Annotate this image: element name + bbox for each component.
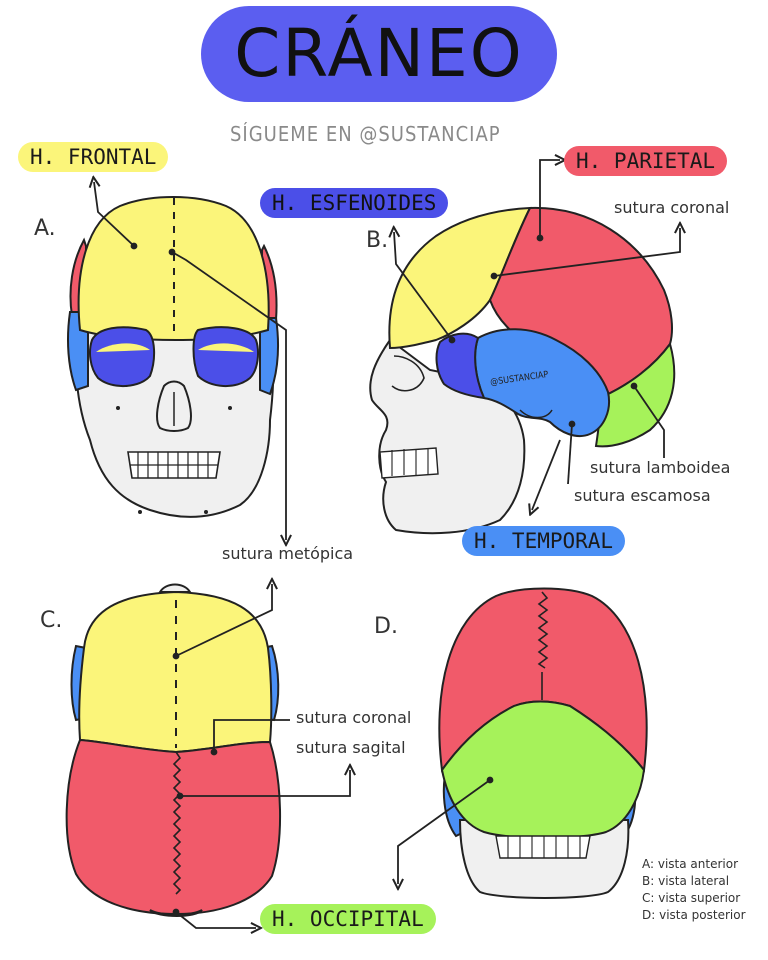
- label-parietal: H. PARIETAL: [564, 146, 728, 176]
- label-sutura-sagital: sutura sagital: [296, 738, 406, 757]
- skull-superior-parietal: [65, 738, 281, 916]
- label-sutura-metopica: sutura metópica: [222, 544, 354, 563]
- skull-anterior-temporal-right: [259, 317, 279, 396]
- skull-lateral-temporal: [474, 328, 610, 438]
- label-esfenoides: H. ESFENOIDES: [260, 188, 449, 218]
- label-sutura-escamosa: sutura escamosa: [574, 486, 711, 505]
- label-frontal: H. FRONTAL: [18, 142, 169, 172]
- arrow-occipital-d: [398, 779, 491, 884]
- legend-item: C: vista superior: [642, 891, 741, 905]
- arrow-metopica-a: [171, 251, 286, 540]
- legend-item: B: vista lateral: [642, 874, 730, 888]
- arrow-esfenoides: [394, 232, 453, 341]
- title-pill: [201, 6, 557, 102]
- arrow-metopica-c: [175, 584, 272, 657]
- label-sutura-coronal-c: sutura coronal: [296, 708, 412, 727]
- view-letter-c: C.: [40, 608, 63, 633]
- arrow-temporal: [532, 439, 561, 510]
- arrow-sutura-coronal-b: [493, 228, 680, 277]
- skull-lateral-occipital: [594, 341, 676, 448]
- arrow-frontal: [94, 182, 135, 247]
- skull-lateral: [369, 206, 676, 535]
- skull-anterior: [67, 196, 279, 518]
- skull-lateral-esfenoides: [435, 332, 486, 400]
- label-temporal: H. TEMPORAL: [462, 526, 626, 556]
- teeth-lateral: [379, 447, 439, 479]
- orbit-left: [89, 326, 156, 387]
- skull-posterior-occipital: [440, 700, 646, 839]
- skull-superior: [65, 583, 281, 917]
- arrow-occipital: [175, 911, 256, 928]
- page-title: CRÁNEO: [234, 15, 524, 92]
- subtitle: SÍGUEME EN @SUSTANCIAP: [230, 122, 501, 146]
- label-sutura-lamboidea: sutura lamboidea: [590, 458, 731, 477]
- view-letter-d: D.: [374, 614, 398, 639]
- orbit-right: [192, 326, 259, 387]
- view-letter-b: B.: [366, 228, 389, 253]
- sagittal-suture: [172, 751, 182, 895]
- arrow-escamosa: [567, 423, 573, 485]
- arrow-lamboidea: [633, 385, 665, 458]
- arrow-coronal-c: [213, 719, 290, 752]
- legend-item: A: vista anterior: [642, 857, 739, 871]
- skull-posterior: [438, 587, 648, 899]
- legend: A: vista anterior B: vista lateral C: vi…: [642, 856, 746, 924]
- view-letter-a: A.: [34, 216, 56, 241]
- arrow-sagital: [180, 770, 350, 797]
- label-occipital: H. OCCIPITAL: [260, 904, 436, 934]
- teeth-posterior: [495, 835, 591, 859]
- legend-item: D: vista posterior: [642, 908, 746, 922]
- label-sutura-coronal-b: sutura coronal: [614, 198, 730, 217]
- arrow-parietal: [539, 160, 560, 238]
